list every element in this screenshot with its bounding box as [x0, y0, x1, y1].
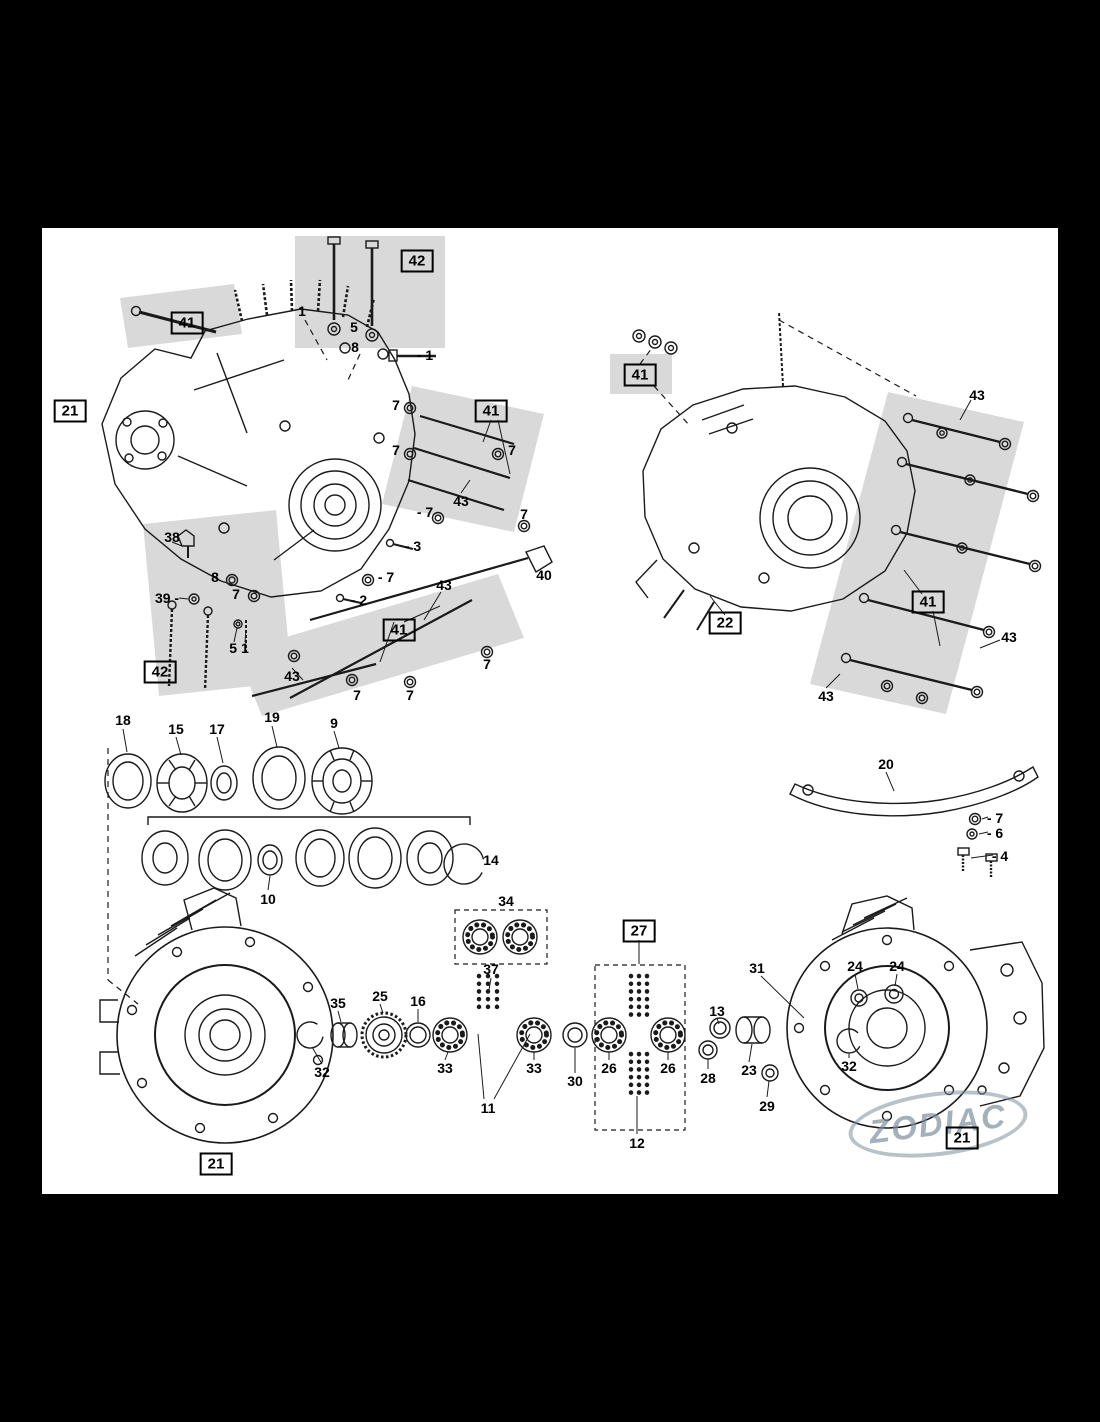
part-label-32-46: 32 [314, 1064, 330, 1080]
part-label-43-26: 43 [818, 688, 834, 704]
part-label--6-29: - 6 [986, 825, 1004, 841]
part-label-40-11: 40 [536, 567, 552, 583]
part-label-14-37: 14 [483, 852, 499, 868]
part-label-7-8: 7 [520, 506, 528, 522]
part-ref-box-41-7: 41 [911, 590, 945, 614]
part-label-1-0: 1 [298, 303, 306, 319]
part-ref-box-41-4: 41 [382, 618, 416, 642]
part-label-13-51: 13 [709, 1003, 725, 1019]
part-label-15-32: 15 [168, 721, 184, 737]
nut-glyphs [247, 401, 1042, 826]
upper-left-crankcase [101, 279, 416, 598]
part-label-11-45: 11 [480, 1100, 496, 1116]
part-label-43-7: 43 [453, 493, 469, 509]
part-ref-box-21-1: 21 [53, 399, 87, 423]
part-label-10-36: 10 [260, 891, 276, 907]
part-ref-box-41-0: 41 [170, 311, 204, 335]
part-label-43-24: 43 [969, 387, 985, 403]
part-label-7-4: 7 [392, 397, 400, 413]
lower-left-crankcase [99, 887, 334, 1144]
part-ref-box-22-8: 22 [708, 611, 742, 635]
part-label-8-2: 8 [351, 339, 359, 355]
part-label-7-22: 7 [406, 687, 414, 703]
part-label-19-34: 19 [264, 709, 280, 725]
part-ref-box-41-3: 41 [474, 399, 508, 423]
part-label--4-30: - 4 [991, 848, 1009, 864]
part-label--2-17: - 2 [350, 592, 368, 608]
part-ref-box-21-11: 21 [945, 1126, 979, 1150]
upper-left-fasteners [130, 236, 553, 699]
part-label--7-28: - 7 [986, 810, 1004, 826]
part-label-26-48: 26 [601, 1060, 617, 1076]
part-label-25-41: 25 [372, 988, 388, 1004]
part-label-38-12: 38 [164, 529, 180, 545]
part-label-18-31: 18 [115, 712, 131, 728]
leader-lines [122, 399, 1001, 1134]
construction-dashed-lines [107, 319, 917, 1005]
part-label-34-38: 34 [498, 893, 514, 909]
part-label-17-33: 17 [209, 721, 225, 737]
part-label-28-52: 28 [700, 1070, 716, 1086]
part-label-7-23: 7 [483, 656, 491, 672]
part-label-37-39: 37 [483, 961, 499, 977]
part-label-29-54: 29 [759, 1098, 775, 1114]
part-label-12-50: 12 [629, 1135, 645, 1151]
part-label-5-1: 5 [350, 319, 358, 335]
part-label-43-25: 43 [1001, 629, 1017, 645]
part-ref-box-21-10: 21 [199, 1152, 233, 1176]
upper-right-crankcase [632, 311, 916, 631]
part-label-33-43: 33 [437, 1060, 453, 1076]
part-label-24-56: 24 [847, 958, 863, 974]
part-label-35-40: 35 [330, 995, 346, 1011]
part-label-31-55: 31 [749, 960, 765, 976]
part-ref-box-42-5: 42 [143, 660, 177, 684]
diagram-line-art [99, 236, 1045, 1144]
upper-right-fasteners [840, 412, 1031, 692]
part-ref-box-42-2: 42 [400, 249, 434, 273]
bearing-rows [104, 746, 485, 891]
part-label--1-3: - 1 [416, 347, 434, 363]
part-label-7-6: 7 [508, 442, 516, 458]
part-ref-box-41-6: 41 [623, 363, 657, 387]
part-label-7-15: 7 [232, 586, 240, 602]
part-label-43-18: 43 [436, 577, 452, 593]
bracket-part-20 [789, 765, 1039, 877]
part-label-33-44: 33 [526, 1060, 542, 1076]
part-label-51-19: 5 1 [229, 640, 249, 656]
part-label-39--14: 39 - [154, 590, 180, 606]
part-label-26-49: 26 [660, 1060, 676, 1076]
part-label-7-21: 7 [353, 687, 361, 703]
lower-right-crankcase [786, 895, 1045, 1129]
part-label-30-47: 30 [567, 1073, 583, 1089]
part-label-24-57: 24 [889, 958, 905, 974]
part-label--3-10: - 3 [404, 538, 422, 554]
part-label-43-20: 43 [284, 668, 300, 684]
part-ref-box-27-9: 27 [622, 919, 656, 943]
part-label--7-9: - 7 [416, 504, 434, 520]
part-label--7-16: - 7 [377, 569, 395, 585]
part-label-32-58: 32 [841, 1058, 857, 1074]
part-label-8-13: 8 [211, 569, 219, 585]
part-label-16-42: 16 [410, 993, 426, 1009]
part-label-7-5: 7 [392, 442, 400, 458]
part-label-20-27: 20 [878, 756, 894, 772]
part-label-23-53: 23 [741, 1062, 757, 1078]
part-label-9-35: 9 [330, 715, 338, 731]
